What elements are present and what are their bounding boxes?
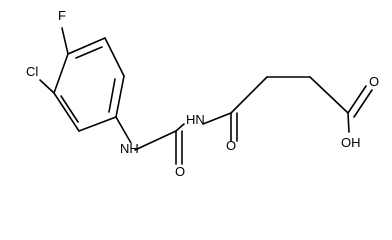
o-acid-carbonyl-label: O [369, 74, 379, 89]
n-c-urea-bond [134, 130, 177, 151]
benzene-ring [53, 37, 125, 132]
c-f-bond [61, 27, 69, 55]
acid-co-double-bond-a [347, 85, 367, 114]
chain-bond-3 [309, 76, 349, 114]
n-c-amide-bond [202, 112, 232, 125]
c-oh-bond [347, 112, 350, 133]
nh-imide-label: HN [186, 112, 205, 127]
o-urea-label: O [175, 164, 185, 179]
o-amide-label: O [226, 138, 236, 153]
acid-co-double-bond-b [353, 89, 373, 118]
c-n-imide-bond [175, 123, 185, 132]
c-cl-bond [39, 79, 55, 94]
oh-acid-label: OH [341, 135, 361, 150]
c-n-aryl-bond [115, 116, 132, 144]
chain-bond-1 [230, 76, 268, 114]
fluorine-label: F [58, 8, 66, 23]
molecule-structure: F Cl NH HN O O O OH [26, 8, 379, 179]
nh-aryl-label: NH [120, 141, 139, 156]
chlorine-label: Cl [26, 64, 38, 79]
